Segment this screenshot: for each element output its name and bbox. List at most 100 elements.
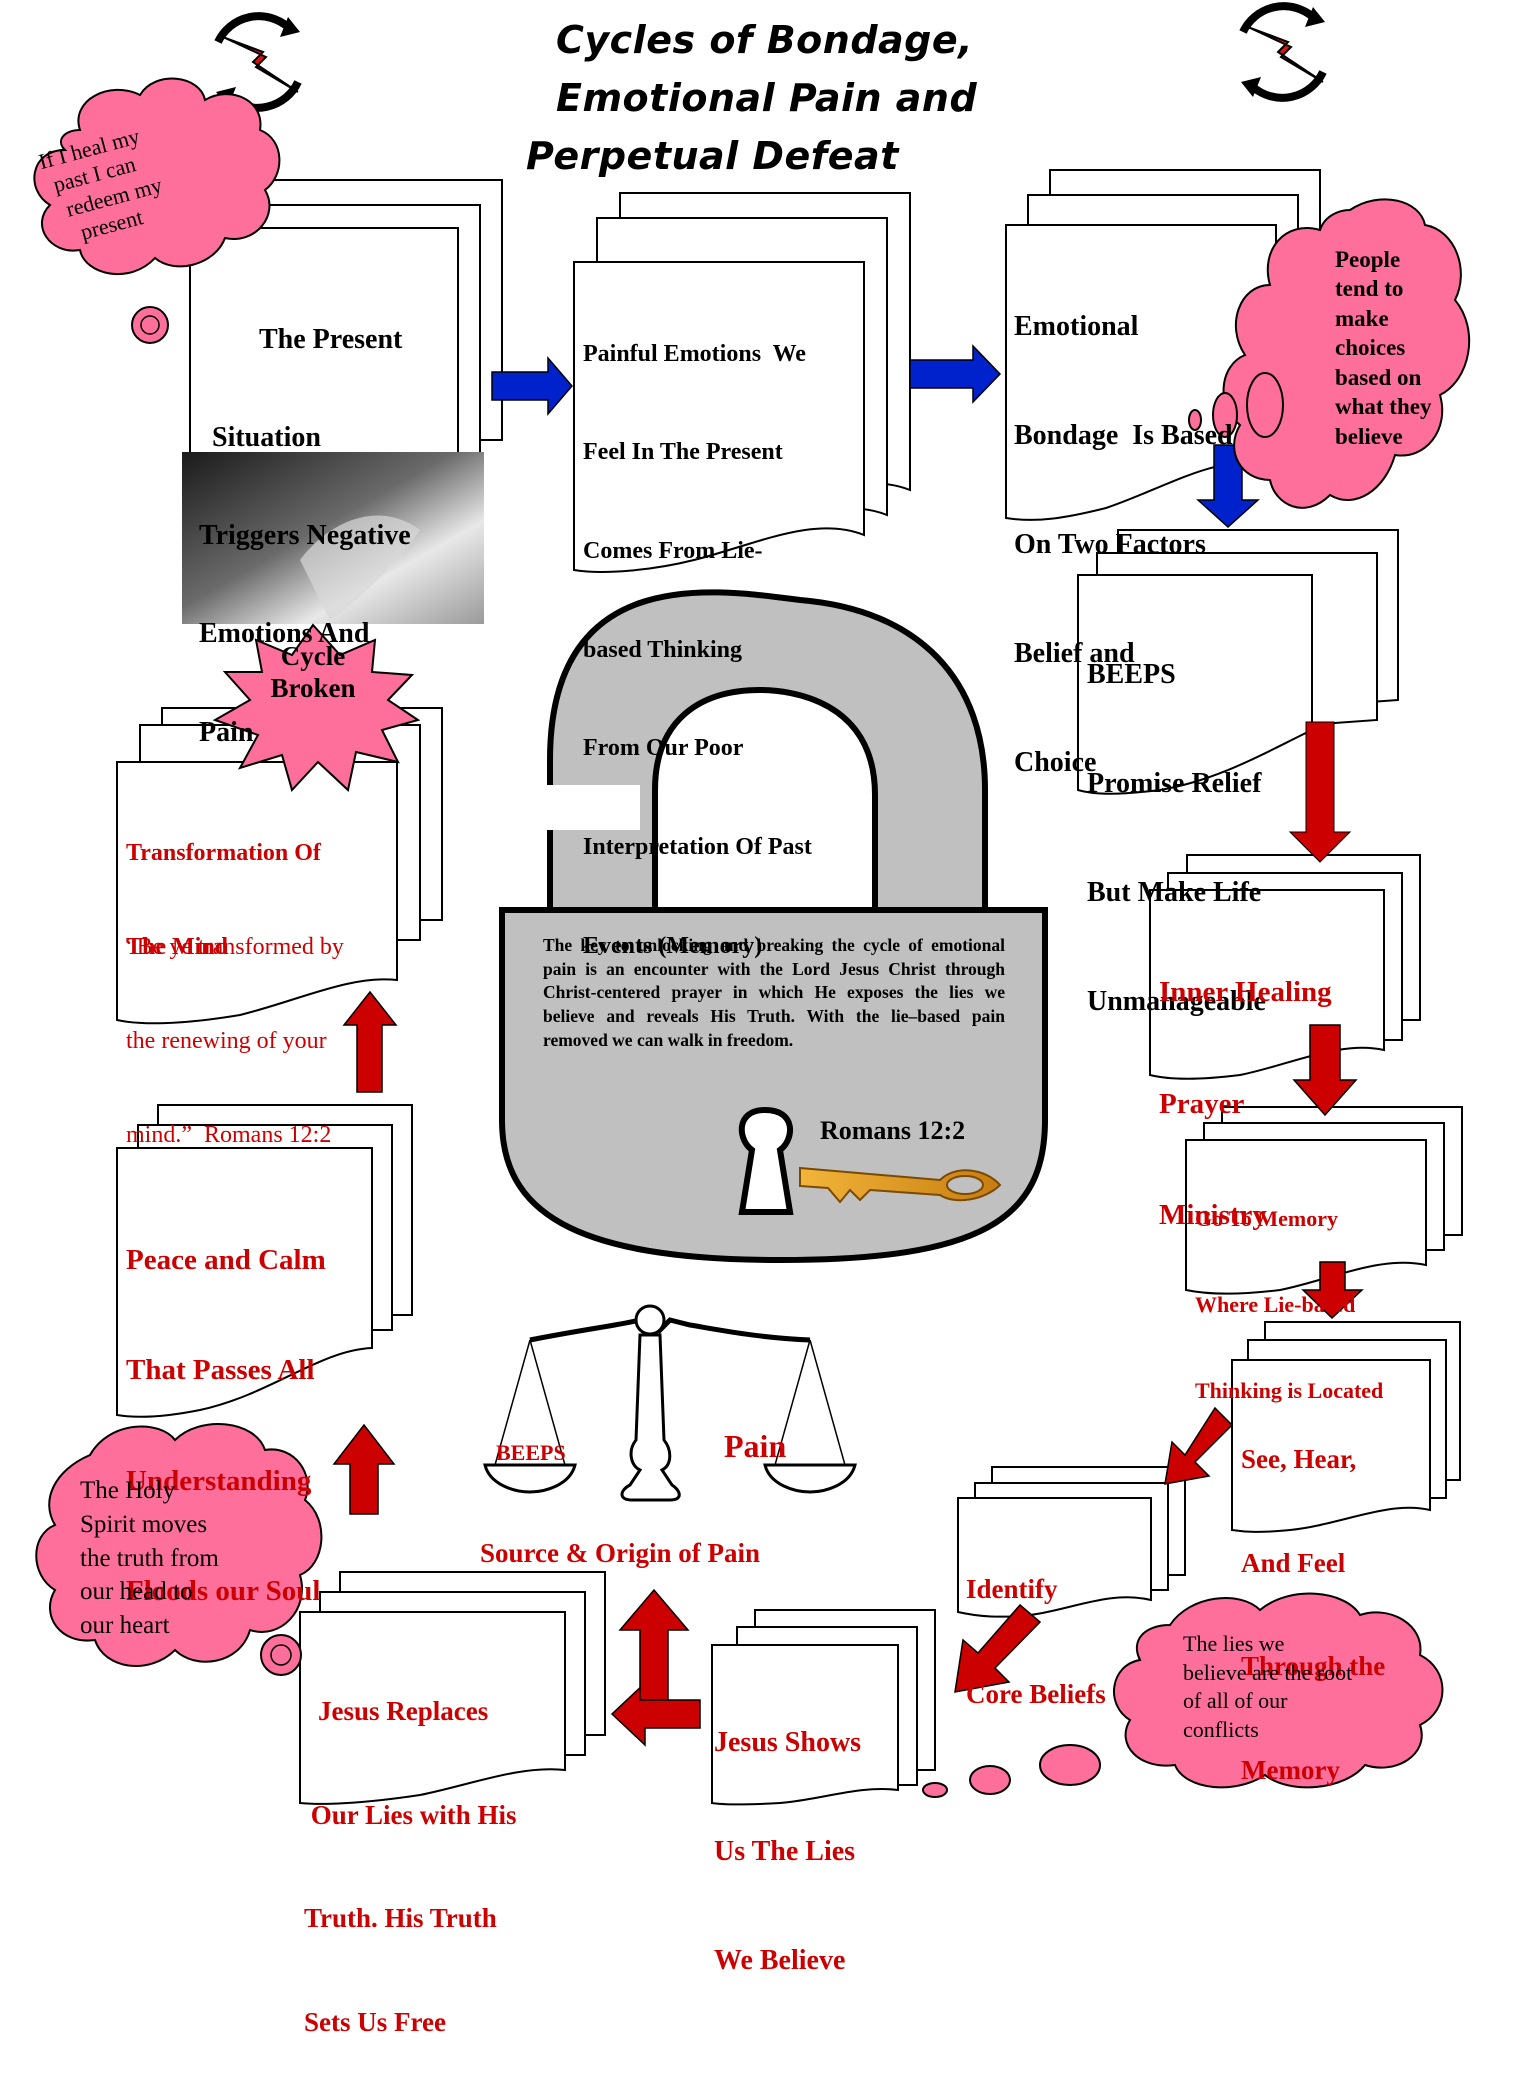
present-situation-text: The Present Situation Triggers Negative … — [199, 258, 411, 782]
cycle-broken-starburst — [212, 623, 421, 792]
red-arrow-diag-2 — [954, 1603, 1042, 1693]
cloud-people-choices-text: People tend to make choices based on wha… — [1335, 245, 1431, 451]
quote-line-2: the renewing of your — [126, 1027, 327, 1054]
red-arrow-up-transform — [342, 990, 398, 1093]
doc-box-peace-calm — [116, 1104, 413, 1418]
lock-verse: Romans 12:2 — [820, 1116, 966, 1145]
see-line-2: And Feel — [1241, 1547, 1346, 1578]
holy-line-4: our head to — [80, 1578, 193, 1606]
identify-core-text: Identify Core Beliefs — [966, 1502, 1106, 1748]
peace-line-4: Floods our Soul — [126, 1575, 321, 1608]
painful-line-1: Painful Emotions We — [583, 340, 806, 367]
quote-line-3: mind.” Romans 12:2 — [126, 1121, 332, 1148]
doc-box-beeps — [1077, 529, 1399, 795]
shows-line-2: Us The Lies — [714, 1835, 856, 1867]
red-arrow-pain-down — [1288, 721, 1352, 863]
painful-line-4: based Thinking — [583, 636, 742, 663]
go-to-memory-text: Go To Memory Where Lie-based Thinking is… — [1195, 1148, 1383, 1434]
pain-letter-i: I — [1316, 768, 1323, 785]
cloud-lies-root-text: The lies we believe are the root of all … — [1183, 1630, 1352, 1744]
inner-line-2: Prayer — [1159, 1087, 1245, 1120]
see-hear-feel-text: See, Hear, And Feel Through the Memory — [1241, 1373, 1385, 1822]
bondage-line-1: Emotional — [1014, 310, 1139, 342]
bondage-line-2: Bondage Is Based — [1014, 419, 1233, 451]
beeps-line-3: But Make Life — [1087, 877, 1262, 909]
doc-box-present-situation — [189, 179, 503, 481]
doc-box-identify-core — [957, 1466, 1186, 1618]
blue-arrow-1 — [491, 355, 573, 417]
doc-box-jesus-shows — [711, 1609, 936, 1806]
diagram-canvas — [33, 2, 1471, 1806]
transform-line-1: Transformation Of — [126, 840, 321, 867]
cloud-heal-past — [33, 77, 281, 344]
pain-letter-n: N — [1314, 786, 1326, 803]
painful-line-6: Interpretation Of Past — [583, 833, 812, 860]
peace-calm-text: Peace and Calm That Passes All Understan… — [126, 1168, 326, 1647]
painful-line-2: Feel In The Present — [583, 439, 783, 466]
people-line-5: based on — [1335, 364, 1422, 390]
jesus-replaces-text: Jesus Replaces Our Lies with His Truth. … — [304, 1625, 517, 2074]
holy-line-1: The Holy — [80, 1477, 176, 1504]
replaces-line-2: Our Lies with His — [304, 1799, 517, 1830]
peace-line-1: Peace and Calm — [126, 1243, 326, 1276]
lightning-cycle-icon-right — [1239, 2, 1327, 102]
people-line-3: make — [1335, 305, 1389, 331]
golden-key-icon — [799, 1166, 1002, 1204]
shows-line-3: We Believe — [714, 1945, 846, 1977]
cloud-people-choices — [1188, 198, 1471, 509]
present-line-5: Pain — [199, 716, 254, 748]
pain-letter-p: P — [1314, 732, 1324, 749]
lies-line-4: conflicts — [1183, 1716, 1259, 1742]
bondage-line-4: Belief and — [1014, 638, 1135, 670]
beeps-line-1: BEEPS — [1087, 658, 1176, 690]
see-line-1: See, Hear, — [1241, 1444, 1357, 1475]
doc-box-painful-emotions — [573, 192, 911, 573]
painful-emotions-text: Painful Emotions We Feel In The Present … — [583, 272, 812, 995]
lock-description: The key to unlocking and breaking the cy… — [543, 935, 1005, 1050]
beeps-text: BEEPS Promise Relief But Make Life Unman… — [1087, 584, 1266, 1057]
cloud-lies-root — [922, 1592, 1444, 1798]
lies-line-2: believe are the root — [1183, 1659, 1353, 1685]
transformation-heading: Transformation Of The Mind — [126, 776, 321, 994]
see-line-3: Through the — [1241, 1651, 1386, 1682]
transform-line-2: The Mind — [126, 933, 229, 960]
bondage-line-3: On Two Factors — [1014, 529, 1206, 561]
holy-line-2: Spirit moves — [80, 1510, 208, 1538]
identify-line-1: Identify — [966, 1574, 1058, 1605]
jesus-shows-text: Jesus Shows Us The Lies We Believe — [714, 1652, 861, 2016]
people-line-1: People — [1335, 247, 1401, 272]
memory-line-2: Where Lie-based — [1195, 1291, 1356, 1317]
inner-line-3: Ministry — [1159, 1198, 1267, 1231]
red-arrow-down-3 — [1301, 1261, 1364, 1320]
cloud-holy-spirit — [35, 1423, 323, 1676]
emotional-bondage-text: Emotional Bondage Is Based On Two Factor… — [1014, 236, 1233, 818]
lies-line-3: of all of our — [1183, 1688, 1288, 1714]
replaces-line-1: Jesus Replaces — [318, 1696, 489, 1727]
present-line-2: Situation — [205, 421, 321, 453]
lies-line-1: The lies we — [1183, 1631, 1285, 1656]
title-line-3: Perpetual Defeat — [526, 134, 899, 178]
replaces-line-3: Truth. His Truth — [304, 1903, 497, 1934]
red-arrow-diag-1 — [1164, 1406, 1234, 1485]
inner-line-1: Inner Healing — [1159, 976, 1332, 1009]
starburst-line-2: Broken — [270, 673, 356, 704]
present-line-4: Emotions And — [199, 618, 370, 650]
peace-line-2: That Passes All — [126, 1354, 315, 1387]
balance-scale-icon — [483, 1304, 857, 1502]
present-line-1: The Present — [259, 323, 403, 355]
quote-line-1: “Be ye transformed by — [126, 934, 344, 961]
see-line-4: Memory — [1241, 1755, 1340, 1786]
red-arrow-up-peace — [332, 1423, 396, 1515]
scale-caption: Source & Origin of Pain — [480, 1538, 760, 1568]
inner-healing-text: Inner Healing Prayer Ministry — [1159, 900, 1332, 1271]
scale-label-pain: Pain — [724, 1428, 787, 1464]
lock-shackle-gap — [540, 785, 640, 830]
people-line-6: what they — [1335, 394, 1432, 420]
painful-line-7: Events (Memory) — [583, 932, 763, 959]
shows-line-1: Jesus Shows — [714, 1726, 862, 1758]
people-line-7: believe — [1335, 423, 1403, 449]
doc-box-go-to-memory — [1185, 1106, 1463, 1295]
padlock — [499, 589, 1048, 1264]
doc-box-inner-healing — [1149, 854, 1421, 1080]
beeps-line-2: Promise Relief — [1087, 767, 1262, 799]
